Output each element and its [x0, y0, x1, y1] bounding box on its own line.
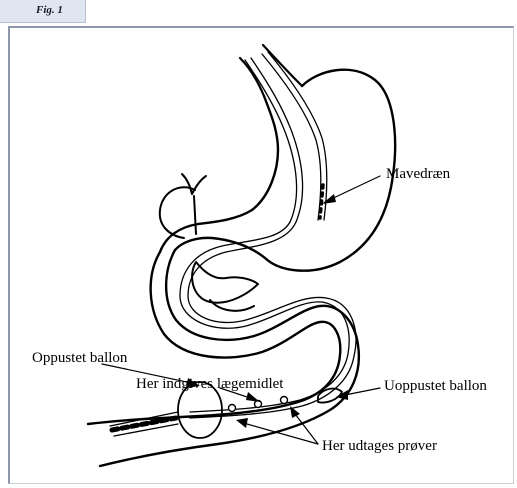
port-3: [281, 397, 288, 404]
stomach-lesser-curve: [160, 96, 278, 252]
port-1: [229, 405, 236, 412]
leader-samples-1: [240, 422, 318, 444]
arrow-samples-1: [236, 418, 248, 428]
label-uninflated-balloon: Uoppustet ballon: [384, 378, 487, 394]
esophagus-wall-left: [240, 58, 264, 96]
stomach-outer-wall: [175, 70, 395, 271]
label-drug-given: Her indgives lægemidlet: [136, 376, 284, 392]
pancreas-lobe: [210, 300, 254, 311]
arrow-drug-given: [246, 392, 260, 402]
arrow-stomach-drain: [322, 194, 336, 204]
label-inflated-balloon: Oppustet ballon: [32, 350, 128, 366]
label-stomach-drain: Mavedræn: [386, 166, 451, 182]
stomach-catheter-line-1: [245, 60, 297, 222]
label-samples-taken: Her udtages prøver: [322, 438, 437, 454]
pancreas: [192, 262, 258, 303]
